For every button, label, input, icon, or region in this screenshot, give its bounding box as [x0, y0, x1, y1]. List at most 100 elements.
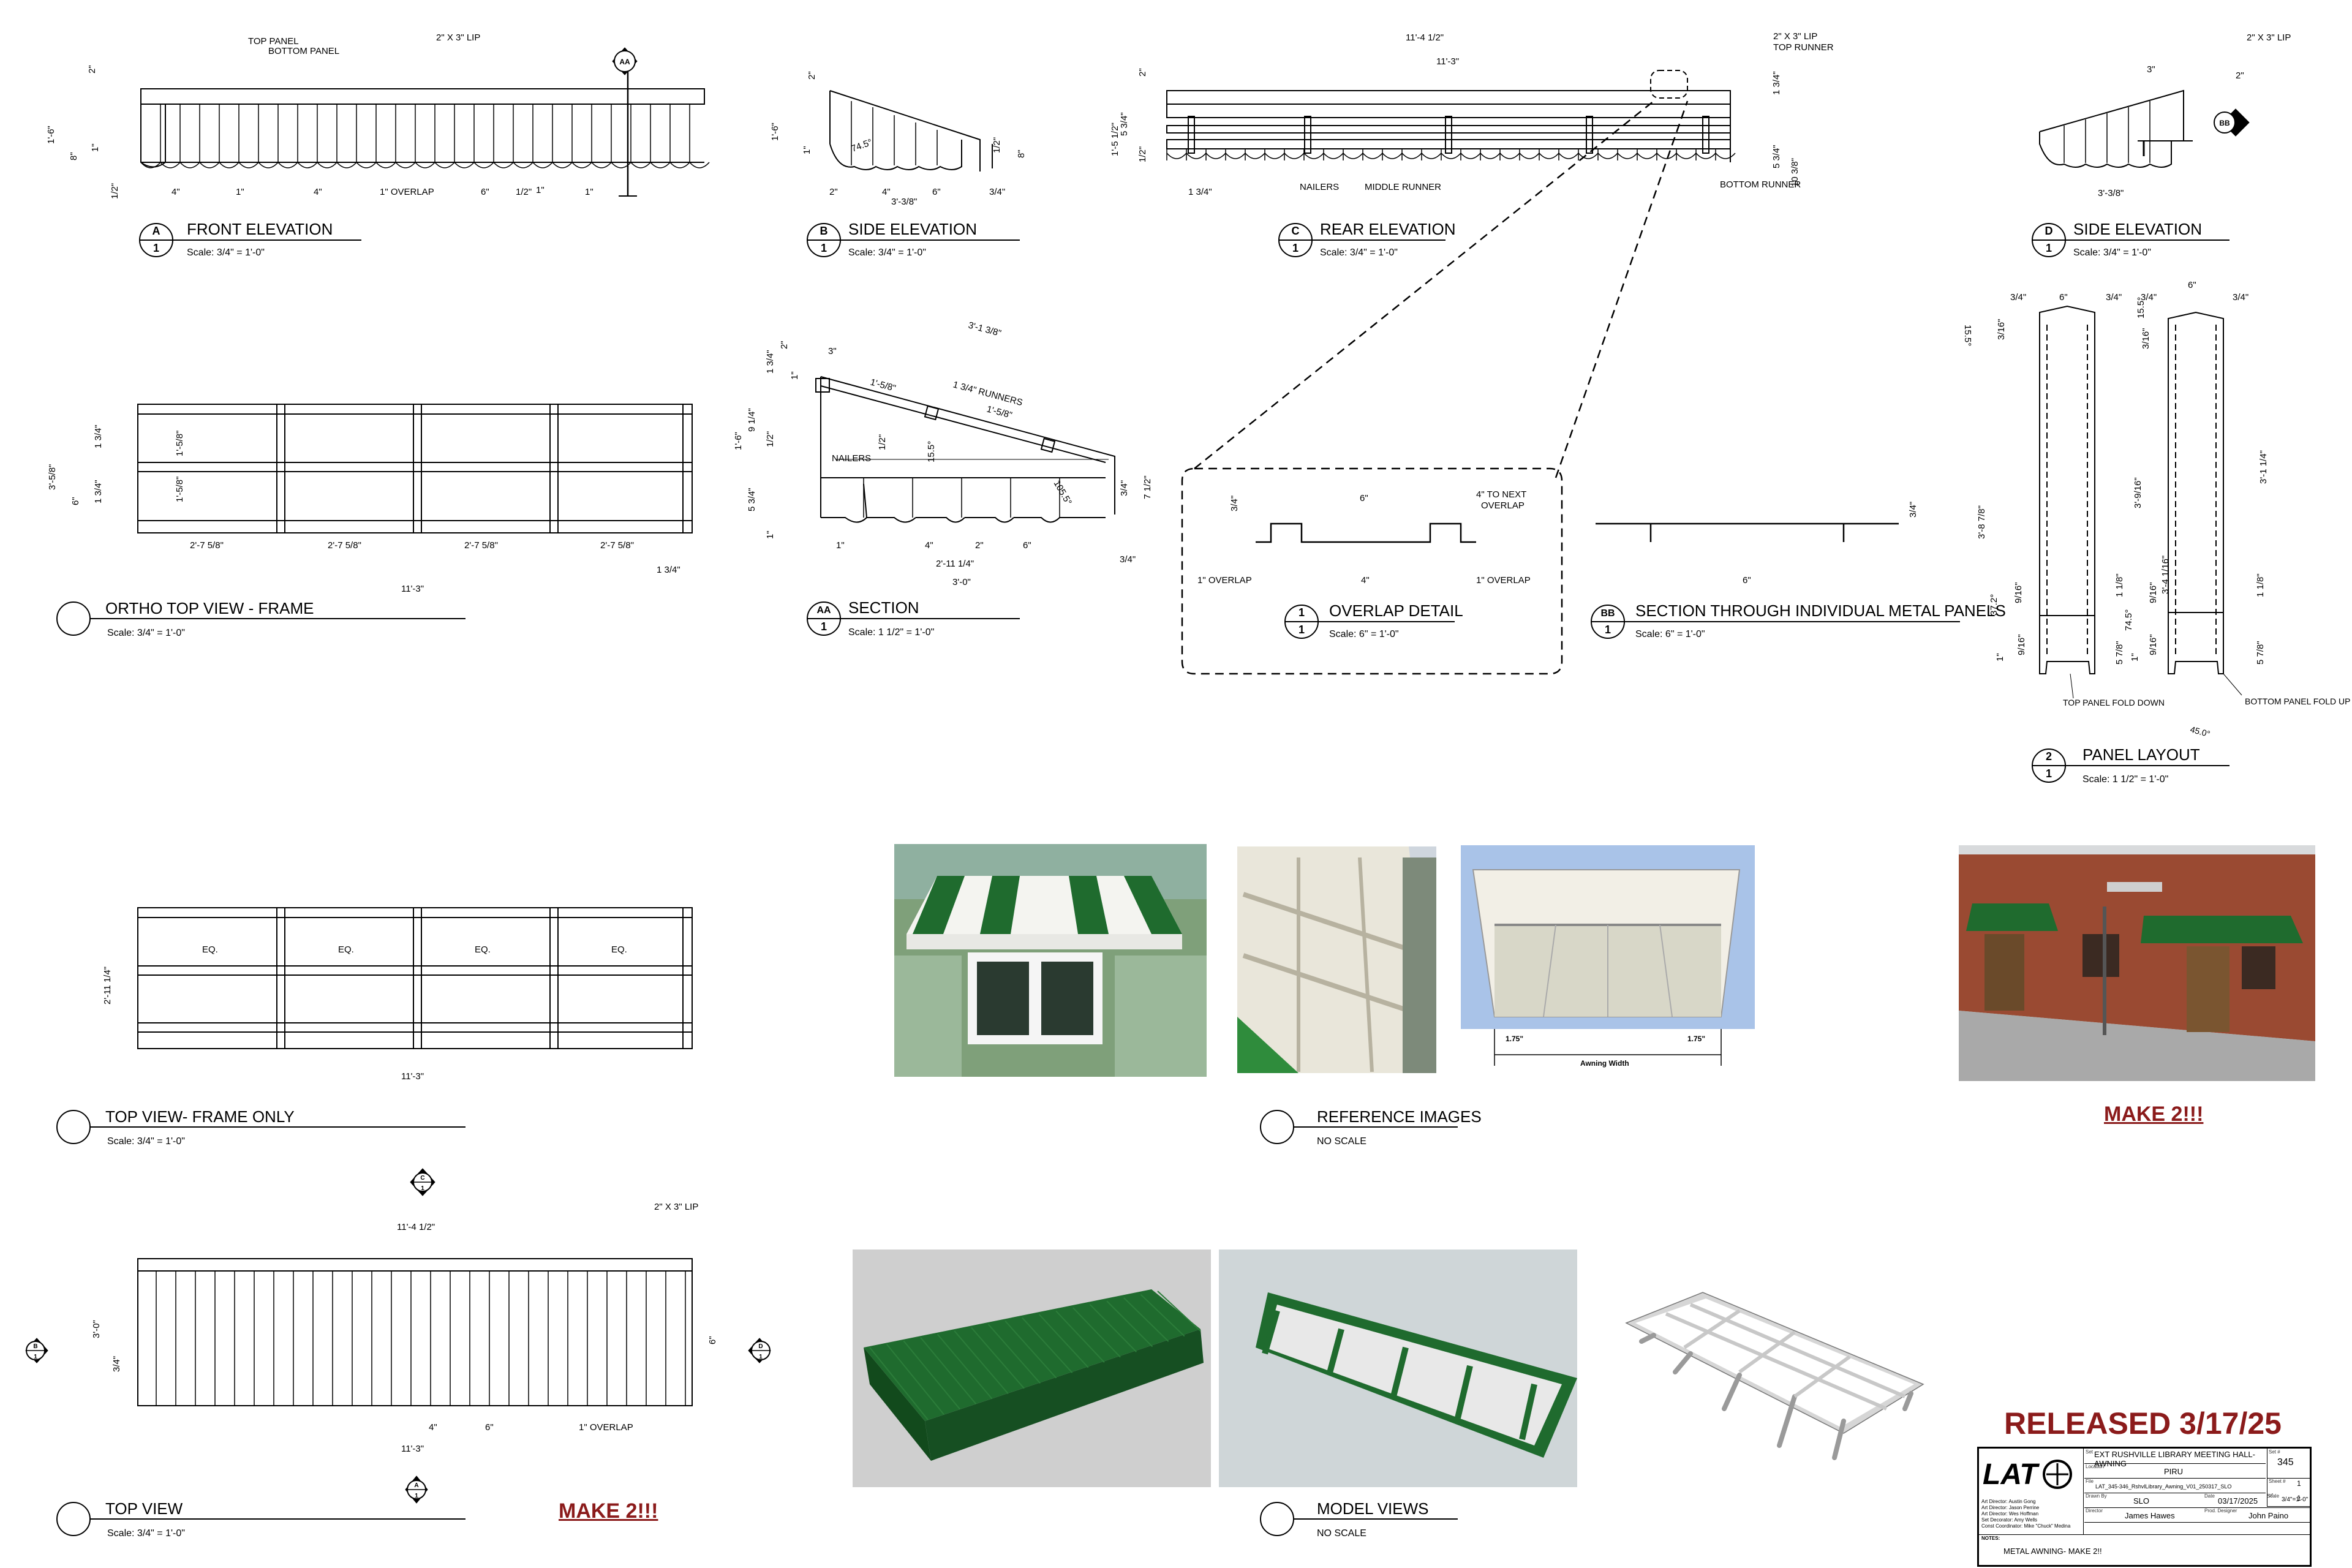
- svg-text:1": 1": [765, 530, 775, 539]
- panel-scallop: [1323, 153, 1344, 159]
- svg-text:3/4": 3/4": [111, 1356, 122, 1372]
- panel-scallop: [1499, 153, 1520, 159]
- svg-text:9/16": 9/16": [2013, 582, 2024, 603]
- svg-text:5 3/4": 5 3/4": [1119, 112, 1129, 136]
- top-view-drawing: [137, 1258, 693, 1406]
- svg-text:3/16": 3/16": [2141, 328, 2151, 349]
- svg-text:3'-3/8": 3'-3/8": [891, 197, 917, 207]
- ref-photo-4-building-render: [1959, 845, 2315, 1081]
- svg-text:6": 6": [70, 497, 81, 505]
- panel-scallop: [650, 162, 671, 168]
- overlap-detail-dims: 3/4" 6" 4" TO NEXT OVERLAP 1" OVERLAP 4"…: [1197, 489, 1531, 586]
- panel-scallop: [1578, 153, 1599, 159]
- svg-text:5 3/4": 5 3/4": [747, 488, 757, 511]
- svg-text:REAR ELEVATION: REAR ELEVATION: [1320, 220, 1456, 238]
- svg-text:NAILERS: NAILERS: [832, 453, 871, 464]
- svg-text:1: 1: [1605, 624, 1611, 636]
- svg-text:SECTION THROUGH INDIVIDUAL MET: SECTION THROUGH INDIVIDUAL METAL PANELS: [1635, 601, 2006, 620]
- rear-elevation-drawing: [1166, 70, 1736, 162]
- svg-text:1: 1: [1298, 624, 1305, 636]
- svg-text:3/4": 3/4": [989, 187, 1005, 197]
- svg-text:3'-1 3/8": 3'-1 3/8": [967, 320, 1002, 339]
- label-lip: 2" X 3" LIP: [436, 32, 480, 43]
- set-name-row: Set EXT RUSHVILLE LIBRARY MEETING HALL- …: [2084, 1449, 2266, 1468]
- panel-scallop: [277, 162, 298, 168]
- svg-text:9 1/4": 9 1/4": [747, 408, 757, 432]
- svg-text:37.2°: 37.2°: [1989, 594, 1999, 616]
- top-view-tag-c: C 1: [410, 1168, 435, 1196]
- sheet-number-cell: Sheet # 1 of 1: [2267, 1478, 2310, 1507]
- svg-text:6": 6": [1743, 575, 1751, 586]
- title-overlap-detail: 1 1 OVERLAP DETAIL Scale: 6" = 1'-0": [1284, 601, 1463, 639]
- svg-text:1": 1": [802, 146, 812, 154]
- svg-text:C: C: [1292, 225, 1300, 237]
- svg-text:1: 1: [421, 1185, 424, 1192]
- model-rib: [920, 1337, 977, 1405]
- panel-scallop: [1343, 153, 1363, 159]
- make-two-note-bottom: MAKE 2!!!: [559, 1499, 658, 1523]
- model-view-3-frame: [1593, 1250, 1948, 1487]
- credits-list: Art Director: Austin Gong Art Director: …: [1981, 1499, 2071, 1529]
- svg-text:1/2": 1/2": [877, 434, 888, 450]
- svg-text:2: 2: [2046, 750, 2052, 763]
- svg-text:1" OVERLAP: 1" OVERLAP: [1476, 575, 1531, 586]
- svg-text:Scale: 3/4" = 1'-0": Scale: 3/4" = 1'-0": [1320, 247, 1398, 258]
- svg-text:2": 2": [779, 341, 790, 349]
- svg-text:2'-7 5/8": 2'-7 5/8": [190, 540, 224, 551]
- svg-text:5 7/8": 5 7/8": [2255, 641, 2266, 665]
- panel-scallop: [1362, 153, 1383, 159]
- svg-text:5 3/4": 5 3/4": [1771, 145, 1782, 168]
- svg-text:SECTION: SECTION: [848, 598, 919, 617]
- panel-scallop: [493, 162, 514, 168]
- dim: 6": [481, 187, 489, 197]
- svg-text:1 1/8": 1 1/8": [2255, 573, 2266, 597]
- model-rib: [987, 1324, 1041, 1384]
- svg-text:1" OVERLAP: 1" OVERLAP: [1197, 575, 1252, 586]
- panel-scallop: [611, 162, 631, 168]
- section-tag-bb: BB: [2214, 108, 2250, 137]
- side-elevation-d-drawing: [2039, 89, 2193, 168]
- title-ortho-top-view: ORTHO TOP VIEW - FRAME Scale: 3/4" = 1'-…: [56, 599, 466, 638]
- model-rib: [1123, 1297, 1169, 1342]
- svg-text:1: 1: [821, 620, 827, 633]
- title-side-elevation-b: B 1 SIDE ELEVATION Scale: 3/4" = 1'-0": [807, 220, 1020, 258]
- panel-scallop: [140, 162, 161, 168]
- svg-text:2": 2": [829, 187, 838, 197]
- model-runner: [1326, 1328, 1344, 1376]
- svg-text:3/4": 3/4": [2106, 292, 2122, 303]
- top-view-tag-a: A 1: [405, 1476, 428, 1504]
- svg-text:1: 1: [821, 242, 827, 254]
- svg-text:1 3/4": 1 3/4": [1771, 71, 1782, 95]
- svg-text:3'-1 1/4": 3'-1 1/4": [2258, 450, 2269, 484]
- ref-photo-1-green-awning: [894, 844, 1207, 1077]
- svg-text:3'-0": 3'-0": [91, 1320, 102, 1338]
- svg-text:7 1/2": 7 1/2": [1142, 475, 1153, 499]
- model-rib: [937, 1333, 993, 1400]
- panel-scallop: [571, 162, 592, 168]
- panel-scallop: [375, 162, 396, 168]
- model-view-2-underside: [1219, 1250, 1577, 1487]
- svg-text:3": 3": [828, 346, 837, 356]
- panel-scallop: [689, 162, 710, 168]
- svg-text:74.5°: 74.5°: [850, 137, 874, 154]
- panel-scallop: [160, 162, 181, 168]
- svg-text:2'-7 5/8": 2'-7 5/8": [464, 540, 498, 551]
- svg-text:11'-3": 11'-3": [401, 1444, 424, 1454]
- panel-scallop: [454, 162, 475, 168]
- panel-scallop: [1480, 153, 1501, 159]
- model-rib: [1089, 1303, 1137, 1352]
- svg-text:1'-6": 1'-6": [733, 432, 744, 450]
- svg-text:2'-7 5/8": 2'-7 5/8": [600, 540, 634, 551]
- svg-text:1": 1": [790, 371, 800, 380]
- panel-scallop: [356, 162, 377, 168]
- panel-scallop: [258, 162, 279, 168]
- model-rib: [1106, 1300, 1153, 1348]
- panel-scallop: [1205, 153, 1226, 159]
- svg-text:3'-3/8": 3'-3/8": [2098, 188, 2124, 198]
- view-title: FRONT ELEVATION: [187, 220, 333, 238]
- svg-text:3/4": 3/4": [1119, 480, 1129, 496]
- svg-text:6": 6": [2188, 280, 2196, 290]
- title-section-bb: BB 1 SECTION THROUGH INDIVIDUAL METAL PA…: [1591, 601, 2006, 639]
- panel-scallop: [1225, 153, 1246, 159]
- panel-scallop: [552, 162, 573, 168]
